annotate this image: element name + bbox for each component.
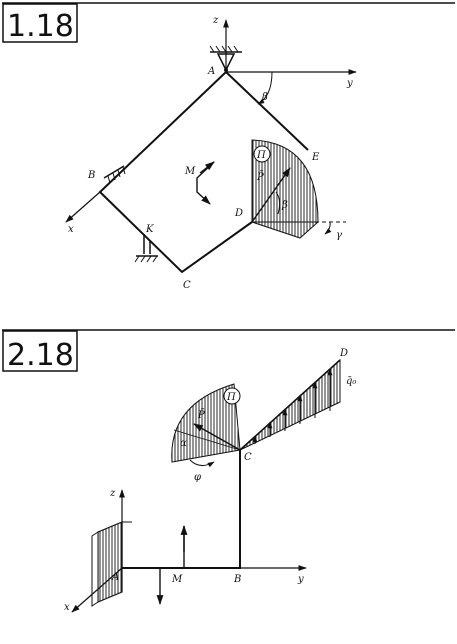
axis-y-label: y: [346, 78, 353, 89]
problem-1-18: 1.18 z y x β: [2, 2, 455, 291]
problem-2-18: 2.18 Π P̄ α φ q̄₀ D C z: [2, 329, 455, 613]
wall-a: [91, 521, 132, 607]
plane-pi-circle-2: [223, 387, 241, 405]
plane-pi-label-2: Π: [226, 392, 236, 403]
moment-m-symbol-2: [156, 526, 185, 605]
point-a-label: A: [207, 66, 215, 77]
angle-alpha-label: α: [180, 438, 187, 449]
problem-number-box-2: [2, 330, 78, 372]
force-p-label-2: P̄: [197, 409, 205, 421]
plane-pi-label: Π: [256, 150, 266, 161]
frame-1: [98, 71, 253, 274]
force-p-vector: [251, 167, 291, 223]
axis-x-label-2: x: [64, 602, 70, 613]
angle-beta-label: β: [261, 92, 268, 103]
point-c-label: C: [183, 280, 191, 291]
plane-pi-circle: [253, 145, 271, 163]
point-d-label: D: [234, 208, 243, 219]
load-q0-label: q̄₀: [346, 376, 356, 387]
plane-pi-region-2: [171, 383, 241, 463]
moment-m-label-2: M: [171, 574, 183, 585]
frame-2: [122, 450, 241, 569]
axis-y-label-2: y: [297, 574, 304, 585]
point-a-label-2: A: [111, 572, 119, 583]
axis-z-label-2: z: [109, 488, 116, 499]
problem-number: 1.18: [7, 9, 74, 44]
point-b-label: B: [87, 170, 95, 181]
point-k-label: K: [145, 224, 154, 235]
point-b-label-2: B: [233, 574, 241, 585]
point-c-label-2: C: [244, 452, 252, 463]
angle-gamma-label: γ: [336, 230, 342, 241]
problem-number-2: 2.18: [7, 338, 74, 373]
force-p-label: P̄: [256, 171, 264, 183]
angle-beta-d-label: β: [281, 200, 288, 211]
angle-phi-label: φ: [194, 472, 201, 483]
angle-phi-arc: [189, 459, 215, 468]
plane-pi-lower-wedge: [251, 221, 320, 239]
frame-ae: [225, 71, 309, 151]
angle-gamma-arc: [324, 221, 332, 235]
support-k: [134, 234, 158, 263]
point-d-label-2: D: [339, 348, 348, 359]
problem-number-box: [2, 3, 78, 43]
plane-pi-region: [251, 139, 319, 223]
angle-beta-arc: [257, 71, 273, 105]
axis-z-label: z: [212, 15, 219, 26]
support-b: [103, 165, 126, 184]
axis-x: [65, 191, 101, 223]
axis-x-label: x: [68, 224, 74, 235]
force-p-vector-2: [193, 423, 241, 451]
axis-x-2: [71, 567, 123, 613]
moment-m-label: M: [184, 166, 196, 177]
point-e-label: E: [311, 152, 320, 163]
